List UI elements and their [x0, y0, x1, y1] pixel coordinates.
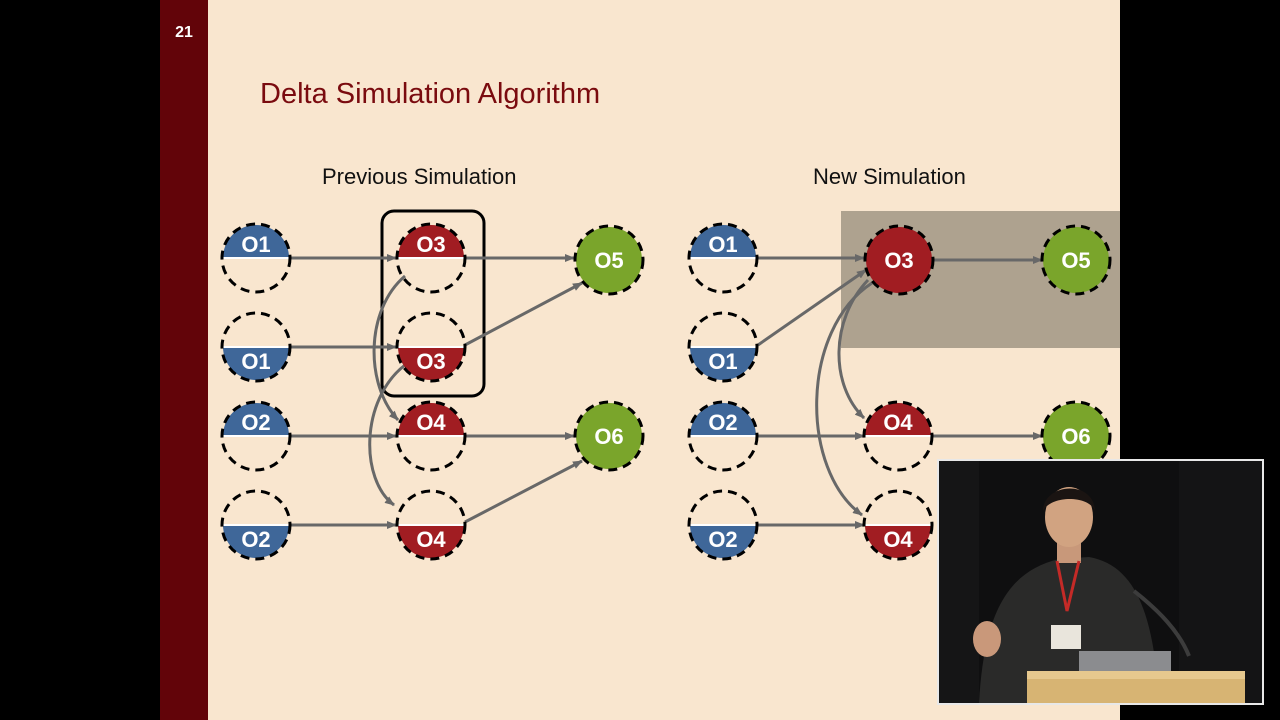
node-label: O6: [594, 424, 623, 449]
node-label: O1: [708, 349, 737, 374]
new-simulation-heading: New Simulation: [813, 164, 966, 189]
node-label: O3: [416, 349, 445, 374]
node-label: O6: [1061, 424, 1090, 449]
node-label: O1: [708, 232, 737, 257]
curved-arrow: [372, 274, 406, 422]
previous-node-o4: O4: [395, 489, 467, 561]
node-label: O5: [594, 248, 623, 273]
node-label: O4: [883, 527, 913, 552]
previous-node-o4: O4: [395, 400, 467, 472]
node-label: O4: [883, 410, 913, 435]
new-node-o2: O2: [687, 489, 759, 561]
presenter-hand: [973, 621, 1001, 657]
previous-simulation-heading: Previous Simulation: [322, 164, 517, 189]
node-label: O2: [708, 410, 737, 435]
new-node-o5: O5: [1040, 224, 1112, 296]
new-node-o4: O4: [862, 489, 934, 561]
previous-node-o1: O1: [220, 311, 292, 383]
previous-node-o2: O2: [220, 400, 292, 472]
previous-arrows: [290, 254, 583, 529]
presenter-video: [937, 459, 1264, 705]
node-label: O2: [241, 527, 270, 552]
node-label: O2: [708, 527, 737, 552]
node-label: O3: [416, 232, 445, 257]
laptop: [1079, 651, 1171, 673]
node-label: O4: [416, 527, 446, 552]
slide-title: Delta Simulation Algorithm: [260, 78, 601, 110]
microphone: [1132, 589, 1191, 657]
new-node-o4: O4: [862, 400, 934, 472]
arrow: [464, 459, 583, 524]
slide-number: 21: [175, 24, 193, 41]
arrow: [757, 268, 867, 347]
slide-sidebar: 21: [160, 0, 208, 720]
previous-node-o6: O6: [573, 400, 645, 472]
node-label: O3: [884, 248, 913, 273]
o3-selection-box: [380, 209, 486, 398]
presenter-figure: [939, 461, 1262, 703]
previous-node-o2: O2: [220, 489, 292, 561]
curved-arrow: [368, 363, 406, 507]
arrow: [464, 281, 583, 347]
new-arrows: [757, 254, 1043, 529]
previous-node-o3: O3: [395, 222, 467, 294]
presenter-head: [1045, 487, 1093, 547]
new-node-o1: O1: [687, 222, 759, 294]
node-label: O2: [241, 410, 270, 435]
node-label: O4: [416, 410, 446, 435]
new-node-o2: O2: [687, 400, 759, 472]
slide: 21 Delta Simulation Algorithm Previous S…: [160, 0, 1120, 720]
node-label: O1: [241, 349, 270, 374]
previous-node-o3: O3: [395, 311, 467, 383]
node-label: O5: [1061, 248, 1090, 273]
previous-node-o1: O1: [220, 222, 292, 294]
node-label: O1: [241, 232, 270, 257]
curved-arrow: [815, 281, 873, 517]
badge: [1051, 625, 1081, 649]
previous-node-o5: O5: [573, 224, 645, 296]
new-node-o1: O1: [687, 311, 759, 383]
new-node-o3: O3: [863, 224, 935, 296]
